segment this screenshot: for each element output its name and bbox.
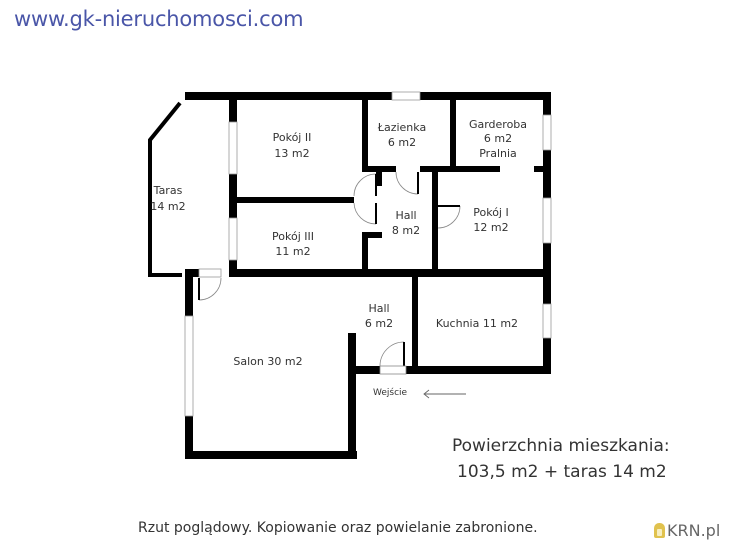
left-arrow-icon [423,389,466,399]
brand-name: KRN.pl [667,521,721,540]
room-area-hall2: 6 m2 [365,317,393,330]
entrance-label: Wejście [373,387,408,398]
room-area-lazienka: 6 m2 [388,136,416,149]
room-name-pokoj3: Pokój III [272,230,314,243]
website-url: www.gk-nieruchomosci.com [14,7,304,31]
room-label-salon: Salon 30 m2 [233,355,302,368]
room-area-garderoba: 6 m2 [484,132,512,145]
room-name-garderoba: Garderoba [469,118,527,131]
room-name-hall2: Hall [368,302,389,315]
room-label-kuchnia: Kuchnia 11 m2 [436,317,518,330]
room-name-pokoj2: Pokój II [273,131,312,144]
terrace-outline [148,101,182,277]
door-leaves [198,172,460,366]
area-summary-value: 103,5 m2 + taras 14 m2 [457,462,667,482]
room-name-taras: Taras [153,184,183,197]
room-area-taras: 14 m2 [150,200,185,213]
room-area-pokoj2: 13 m2 [274,147,309,160]
disclaimer: Rzut poglądowy. Kopiowanie oraz powielan… [138,520,538,536]
room-extra-garderoba: Pralnia [479,147,517,160]
room-name-lazienka: Łazienka [377,121,426,134]
brand-logo: KRN.pl [654,521,720,540]
room-name-hall1: Hall [395,209,416,222]
windows [184,91,552,417]
house-icon [654,523,665,538]
entrance-door [379,365,407,375]
room-area-pokoj3: 11 m2 [275,245,310,258]
room-name-pokoj1: Pokój I [473,206,508,219]
room-area-hall1: 8 m2 [392,224,420,237]
area-summary-title: Powierzchnia mieszkania: [452,436,670,456]
doors [198,171,461,367]
room-area-pokoj1: 12 m2 [473,221,508,234]
